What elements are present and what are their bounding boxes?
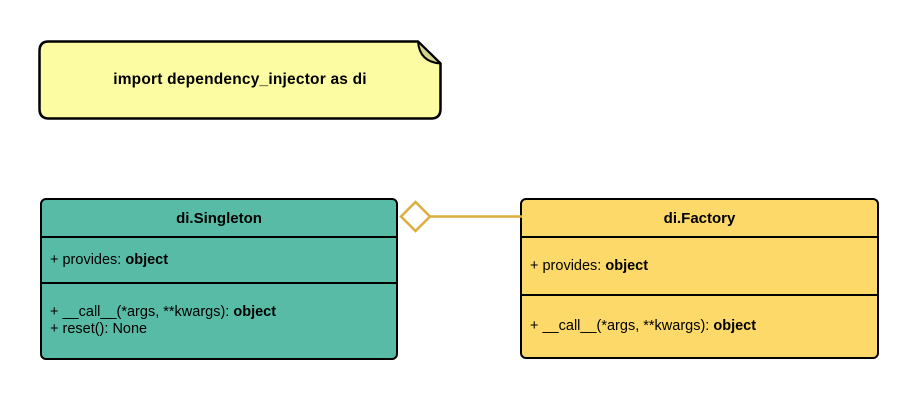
member-type: object bbox=[125, 251, 169, 268]
class-box-factory[interactable]: di.Factory + provides: object + __call__… bbox=[520, 198, 879, 359]
attributes-compartment-factory: + provides: object bbox=[522, 238, 877, 296]
member-type: object bbox=[713, 318, 757, 334]
member-line: + reset(): None bbox=[50, 321, 390, 338]
member-type: object bbox=[605, 257, 649, 274]
aggregation-diamond-icon bbox=[399, 200, 432, 233]
class-name-factory: di.Factory bbox=[522, 200, 877, 238]
member-text: + provides: bbox=[530, 257, 606, 274]
member-line: + provides: object bbox=[50, 252, 390, 269]
methods-compartment-singleton: + __call__(*args, **kwargs): object+ res… bbox=[42, 284, 396, 358]
member-text: + provides: bbox=[50, 251, 126, 268]
sticky-note-body bbox=[38, 40, 442, 120]
sticky-note[interactable]: import dependency_injector as di bbox=[38, 40, 442, 120]
member-line: + __call__(*args, **kwargs): object bbox=[50, 304, 390, 321]
attributes-compartment-singleton: + provides: object bbox=[42, 238, 396, 284]
member-line: + __call__(*args, **kwargs): object bbox=[530, 318, 871, 335]
member-type: object bbox=[233, 304, 277, 320]
member-text: + __call__(*args, **kwargs): bbox=[530, 318, 714, 334]
class-box-singleton[interactable]: di.Singleton + provides: object + __call… bbox=[40, 198, 398, 360]
member-text: + reset(): None bbox=[50, 321, 148, 337]
note-text: import dependency_injector as di bbox=[113, 71, 367, 88]
member-text: + __call__(*args, **kwargs): bbox=[50, 304, 234, 320]
class-name-singleton: di.Singleton bbox=[42, 200, 396, 238]
aggregation-connector[interactable] bbox=[396, 196, 526, 238]
sticky-note-shape bbox=[38, 40, 442, 120]
methods-compartment-factory: + __call__(*args, **kwargs): object bbox=[522, 296, 877, 357]
sticky-note-fold-icon bbox=[417, 40, 442, 65]
member-line: + provides: object bbox=[530, 258, 871, 275]
